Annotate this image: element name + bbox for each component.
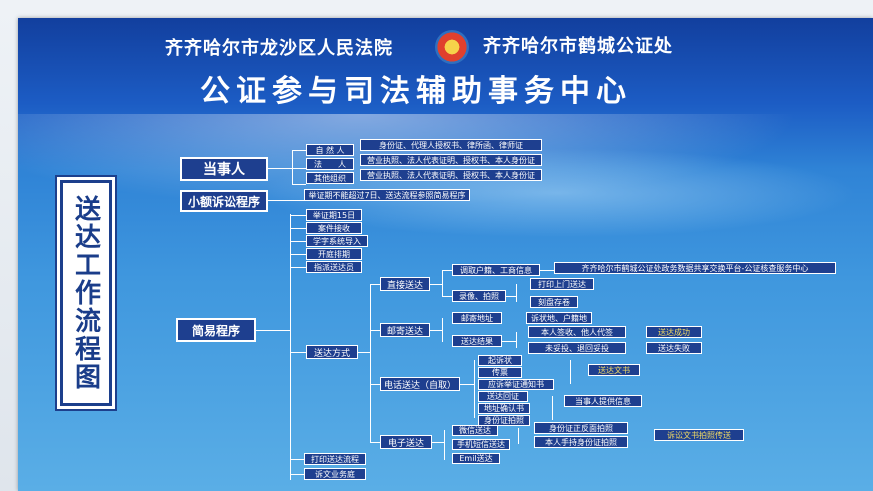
- connector: [290, 352, 306, 353]
- phone-doc: 身份证拍照: [478, 415, 530, 426]
- connector: [292, 184, 306, 185]
- direct-burn-disc: 刻盘存卷: [530, 296, 578, 308]
- mail-outcome-returned: 未妥投、退回妥投: [528, 342, 626, 354]
- direct-delivery-box: 直接送达: [380, 277, 430, 291]
- party-box: 当事人: [180, 157, 268, 181]
- connector: [552, 396, 553, 420]
- small-claims-note: 举证期不能超过7日、送达流程参照简易程序: [304, 189, 470, 201]
- connector: [290, 214, 291, 480]
- connector: [442, 270, 443, 296]
- party-type: 其他组织: [306, 172, 354, 184]
- connector: [518, 428, 519, 444]
- connector: [290, 254, 306, 255]
- connector: [292, 150, 306, 151]
- connector: [290, 228, 306, 229]
- connector: [506, 296, 516, 297]
- party-type: 自 然 人: [306, 144, 354, 156]
- direct-platform: 齐齐哈尔市鹤城公证处政务数据共享交换平台-公证核查服务中心: [554, 262, 836, 274]
- delivery-method-box: 送达方式: [306, 345, 358, 359]
- connector: [268, 168, 308, 169]
- direct-print-upload: 打印上门送达: [530, 278, 594, 290]
- connector: [370, 442, 380, 443]
- mail-delivery-box: 邮寄送达: [380, 323, 430, 337]
- connector: [290, 241, 306, 242]
- connector: [358, 352, 370, 353]
- direct-query: 调取户籍、工商信息: [452, 264, 540, 276]
- notary-emblem-icon: [435, 30, 469, 64]
- vertical-title-panel: 送达工作流程图: [60, 180, 112, 406]
- connector: [370, 330, 380, 331]
- simple-item: 案件接收: [306, 222, 362, 234]
- connector: [290, 267, 306, 268]
- connector: [370, 284, 371, 442]
- connector: [290, 215, 306, 216]
- electronic-channel: Emil送达: [452, 453, 500, 464]
- connector: [290, 459, 304, 460]
- connector: [444, 430, 445, 460]
- connector: [442, 270, 452, 271]
- phone-doc: 地址确认书: [478, 403, 530, 414]
- phone-doc: 传票: [478, 367, 522, 378]
- connector: [256, 330, 290, 331]
- display-board: [18, 18, 873, 491]
- phone-info-result: 当事人提供信息: [564, 395, 642, 407]
- electronic-id-hold: 本人手持身份证拍照: [534, 436, 628, 448]
- phone-docs-result: 送达文书: [588, 364, 640, 376]
- phone-delivery-box: 电话送达（自取）: [380, 377, 460, 391]
- simple-item: 举证期15日: [306, 209, 362, 221]
- mail-success-badge: 送达成功: [646, 326, 702, 338]
- simple-procedure-box: 简易程序: [176, 318, 256, 342]
- connector: [442, 296, 452, 297]
- mail-outcome-signed: 本人签收、他人代签: [528, 326, 626, 338]
- connector: [430, 330, 442, 331]
- simple-item: 指派送达员: [306, 261, 362, 273]
- main-title: 公证参与司法辅助事务中心: [200, 74, 632, 109]
- party-material: 营业执照、法人代表证明、授权书、本人身份证: [360, 169, 542, 181]
- phone-doc: 应诉举证通知书: [478, 379, 554, 390]
- connector: [516, 332, 517, 348]
- court-name: 齐齐哈尔市龙沙区人民法院: [165, 38, 393, 59]
- notary-name: 齐齐哈尔市鹤城公证处: [483, 36, 673, 57]
- party-material: 身份证、代理人授权书、律所函、律师证: [360, 139, 542, 151]
- connector: [460, 384, 474, 385]
- connector: [502, 341, 516, 342]
- connector: [370, 284, 380, 285]
- connector: [290, 474, 304, 475]
- connector: [442, 318, 443, 342]
- connector: [516, 284, 517, 302]
- electronic-id-front-back: 身份证正反面拍照: [534, 422, 628, 434]
- direct-record: 录像、拍照: [452, 290, 506, 302]
- small-claims-box: 小额诉讼程序: [180, 190, 268, 212]
- connector: [370, 384, 380, 385]
- electronic-result: 诉讼文书拍照传送: [654, 429, 744, 441]
- simple-item: 开庭排期: [306, 248, 362, 260]
- simple-footer-item: 打印送达流程: [304, 453, 366, 465]
- connector: [432, 442, 444, 443]
- mail-result: 送达结果: [452, 335, 502, 347]
- connector: [268, 200, 304, 201]
- connector: [430, 284, 442, 285]
- phone-doc: 送达回证: [478, 391, 528, 402]
- electronic-channel: 手机短信送达: [452, 439, 510, 450]
- mail-address-types: 诉状地、户籍地: [526, 312, 592, 324]
- mail-address: 邮寄地址: [452, 312, 502, 324]
- electronic-delivery-box: 电子送达: [380, 435, 432, 449]
- vertical-title: 送达工作流程图: [70, 195, 101, 391]
- party-material: 营业执照、法人代表证明、授权书、本人身份证: [360, 154, 542, 166]
- connector: [570, 360, 571, 384]
- connector: [292, 150, 293, 184]
- electronic-channel: 微信送达: [452, 425, 498, 436]
- party-type: 法 人: [306, 158, 354, 170]
- mail-fail-badge: 送达失败: [646, 342, 702, 354]
- phone-doc: 起诉状: [478, 355, 522, 366]
- simple-footer-item: 诉文业务庭: [304, 468, 366, 480]
- connector: [474, 360, 475, 418]
- simple-item: 学字系统导入: [306, 235, 368, 247]
- connector: [540, 270, 554, 271]
